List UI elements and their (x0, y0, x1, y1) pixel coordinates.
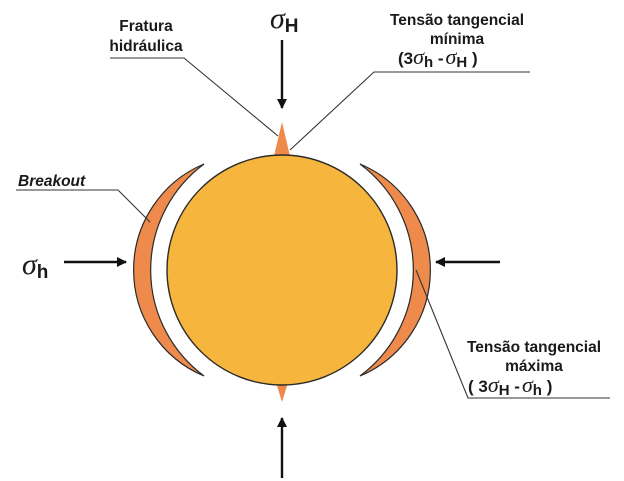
leader-line-tensao-minima (290, 72, 530, 150)
sigma-H-top-label: σH (270, 2, 299, 37)
tensao-maxima-expression: ( 3σH -σh ) (468, 372, 552, 399)
leader-line-fratura (110, 58, 278, 136)
tensao-minima-expression: (3σh -σH ) (398, 44, 478, 71)
fratura-label-line2: hidráulica (109, 38, 183, 55)
hydraulic-fracture-top-wing (274, 122, 290, 156)
sigma-h-left-label: σh (22, 248, 48, 283)
fratura-label-line1: Fratura (119, 18, 173, 35)
tensao-maxima-label-line1: Tensão tangencial (467, 339, 601, 356)
tensao-minima-label-line1: Tensão tangencial (390, 12, 524, 29)
borehole-circle (167, 155, 397, 385)
tensao-maxima-label-line2: máxima (505, 358, 563, 375)
tensao-minima-label-line2: mínima (430, 31, 485, 48)
leader-line-breakout (16, 190, 150, 222)
breakout-label: Breakout (18, 173, 86, 190)
